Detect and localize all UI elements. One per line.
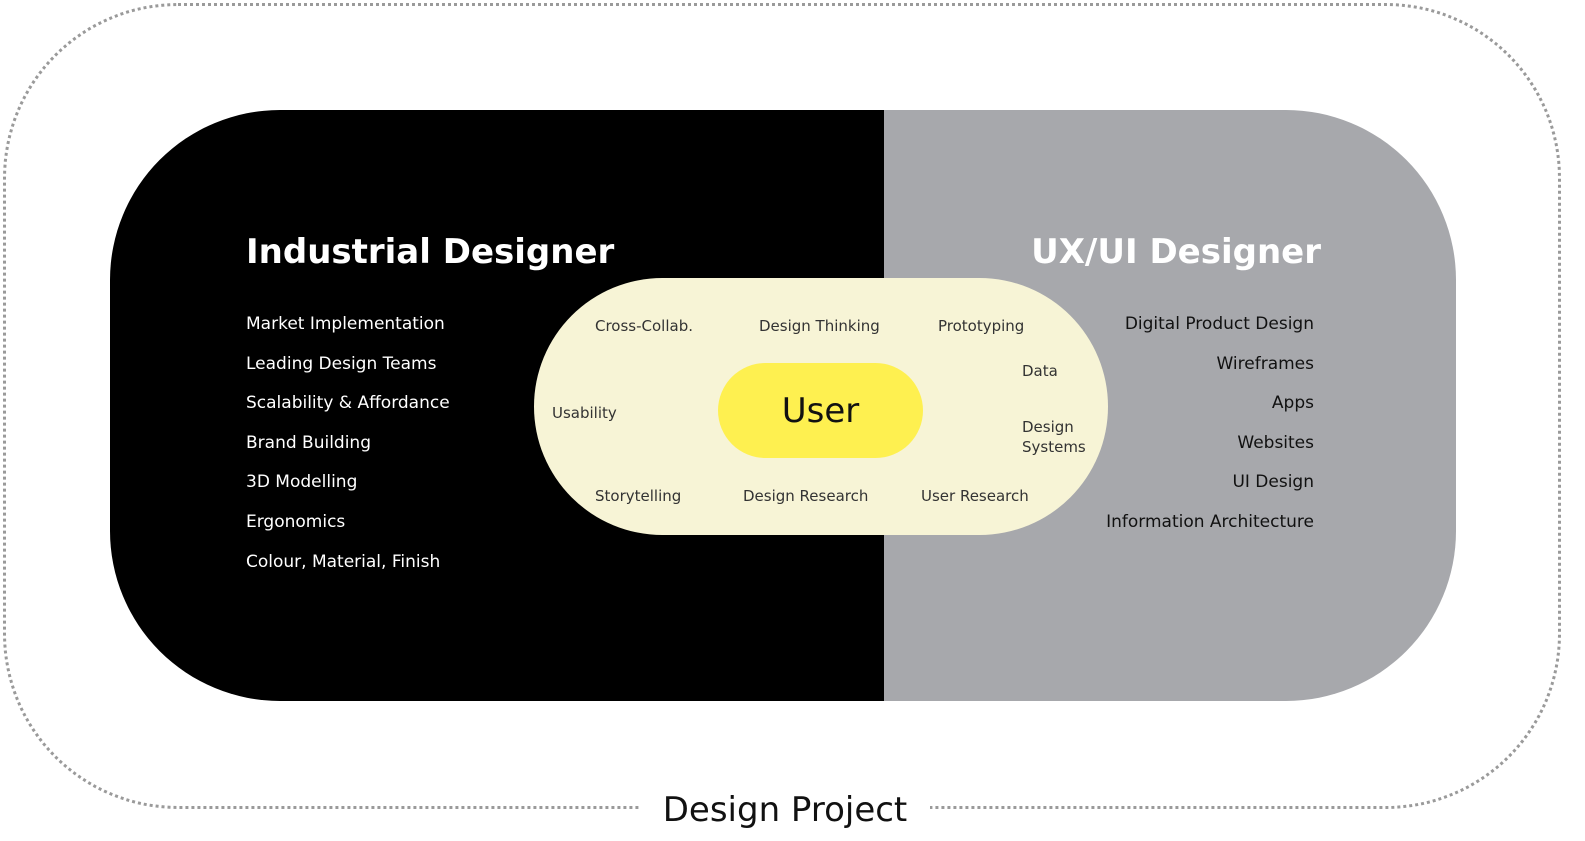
list-item: Colour, Material, Finish [246, 551, 441, 572]
list-item: Market Implementation [246, 314, 445, 334]
shared-skill: Design Thinking [759, 317, 880, 335]
shared-skill: Usability [552, 404, 617, 422]
shared-skill: Design Research [743, 487, 869, 505]
list-item: Wireframes [1216, 353, 1314, 374]
shared-skill: Prototyping [938, 317, 1025, 335]
shared-skill: Design Systems [1022, 418, 1086, 456]
list-item: 3D Modelling [246, 472, 358, 493]
shared-skill: Cross-Collab. [595, 317, 693, 335]
list-item: Apps [1271, 393, 1314, 414]
list-item: Digital Product Design [1124, 314, 1314, 334]
shared-skill: Storytelling [595, 487, 682, 505]
uxui-designer-title: UX/UI Designer [1031, 232, 1321, 272]
uxui-skills-list: Digital Product Design Wireframes Apps W… [1106, 312, 1314, 550]
list-item: Brand Building [246, 432, 372, 453]
industrial-skills-list: Market Implementation Leading Design Tea… [246, 312, 450, 589]
user-center: User [718, 363, 923, 458]
industrial-designer-title: Industrial Designer [246, 232, 615, 272]
list-item: Information Architecture [1106, 511, 1314, 532]
shared-skill: User Research [921, 487, 1029, 505]
list-item: Leading Design Teams [246, 353, 437, 374]
list-item: Ergonomics [246, 511, 346, 532]
list-item: UI Design [1232, 472, 1314, 493]
list-item: Scalability & Affordance [246, 393, 450, 414]
shared-skill: Data [1022, 362, 1058, 380]
design-project-label: Design Project [640, 786, 930, 834]
list-item: Websites [1237, 432, 1314, 453]
